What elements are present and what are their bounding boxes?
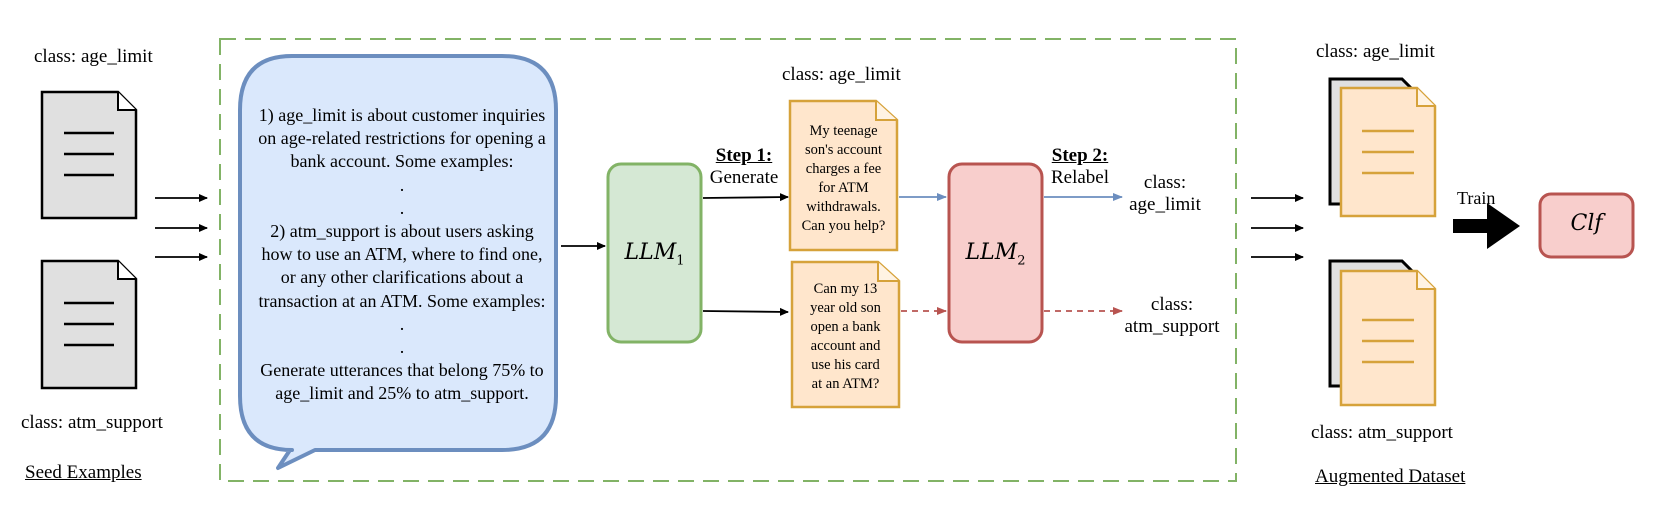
prompt-line: transaction at an ATM. Some examples: bbox=[258, 290, 546, 311]
card-line: use his card bbox=[811, 357, 880, 373]
process-boundary bbox=[219, 38, 1237, 482]
augmented-class-atm-support: class: atm_support bbox=[1311, 422, 1453, 443]
seed-examples-caption: Seed Examples bbox=[25, 462, 142, 483]
step2-title: Step 2: bbox=[1051, 145, 1109, 166]
card-line: withdrawals. bbox=[806, 199, 881, 215]
seed-doc-atm-support-icon bbox=[40, 259, 138, 390]
relabel-output-line: class: bbox=[1150, 294, 1194, 315]
llm2-box bbox=[947, 162, 1044, 344]
step1-title: Step 1: bbox=[715, 145, 773, 166]
prompt-line: . bbox=[399, 313, 405, 334]
augmented-class-age-limit: class: age_limit bbox=[1316, 41, 1435, 62]
seed-class-age-limit: class: age_limit bbox=[34, 46, 153, 67]
prompt-text: 1) age_limit is about customer inquiries… bbox=[244, 104, 560, 406]
relabel-output-line: age_limit bbox=[1129, 193, 1201, 215]
prompt-line: . bbox=[399, 337, 405, 358]
classifier-label: Clf bbox=[1570, 211, 1603, 236]
card-line: for ATM bbox=[818, 180, 869, 196]
augmented-stack-age-limit-icon bbox=[1328, 77, 1437, 218]
train-label: Train bbox=[1457, 188, 1496, 208]
step2-action: Relabel bbox=[1050, 166, 1110, 188]
seed-doc-age-limit-icon bbox=[40, 90, 138, 220]
generated-card-top bbox=[788, 99, 899, 252]
train-arrow-icon bbox=[1453, 203, 1520, 249]
card-line: charges a fee bbox=[805, 161, 882, 177]
prompt-line: . bbox=[399, 197, 405, 218]
llm1-name: LLM bbox=[624, 240, 677, 265]
card-line: Can my 13 bbox=[813, 281, 878, 297]
relabel-output-atm-support: class: atm_support bbox=[1112, 294, 1232, 338]
prompt-line: bank account. Some examples: bbox=[290, 151, 514, 172]
card-line: at an ATM? bbox=[811, 376, 880, 392]
step1-label: Step 1: Generate bbox=[702, 145, 786, 189]
classifier-box bbox=[1538, 192, 1635, 259]
llm1-subscript: 1 bbox=[676, 253, 685, 269]
llm2-name: LLM bbox=[965, 240, 1018, 265]
generate-arrow-bottom bbox=[702, 307, 789, 316]
prompt-line: . bbox=[399, 174, 405, 195]
card-line: My teenage bbox=[809, 123, 878, 139]
card-top-text: My teenage son's account charges a fee f… bbox=[790, 122, 897, 236]
llm2-subscript: 2 bbox=[1017, 253, 1026, 269]
augmented-dataset-caption: Augmented Dataset bbox=[1315, 466, 1466, 487]
card-line: account and bbox=[810, 338, 881, 354]
card-line: open a bank bbox=[810, 319, 881, 335]
prompt-line: Generate utterances that belong 75% to bbox=[260, 360, 544, 381]
prompt-line: age_limit and 25% to atm_support. bbox=[275, 383, 529, 404]
relabel-output-line: atm_support bbox=[1124, 315, 1220, 337]
llm1-label: LLM1 bbox=[608, 240, 701, 268]
seed-class-atm-support: class: atm_support bbox=[21, 412, 163, 433]
prompt-line: 1) age_limit is about customer inquiries bbox=[258, 105, 546, 125]
card-line: year old son bbox=[810, 300, 881, 316]
generated-card-bottom bbox=[790, 260, 901, 409]
card-bottom-text: Can my 13 year old son open a bank accou… bbox=[792, 280, 899, 394]
card-line: Can you help? bbox=[801, 218, 886, 234]
prompt-line: on age-related restrictions for opening … bbox=[258, 128, 546, 149]
relabel-output-age-limit: class: age_limit bbox=[1110, 172, 1220, 216]
augmented-stack-atm-support-icon bbox=[1328, 259, 1437, 407]
prompt-line: 2) atm_support is about users asking bbox=[270, 221, 534, 242]
llm2-label: LLM2 bbox=[949, 240, 1042, 268]
step2-label: Step 2: Relabel bbox=[1042, 145, 1118, 189]
llm1-box bbox=[606, 162, 703, 344]
prompt-line: or any other clarifications about a bbox=[280, 267, 524, 288]
prompt-bubble bbox=[238, 54, 558, 470]
relabel-output-line: class: bbox=[1143, 172, 1187, 193]
step1-action: Generate bbox=[709, 166, 779, 188]
prompt-line: how to use an ATM, where to find one, bbox=[261, 244, 543, 265]
card-line: son's account bbox=[804, 142, 883, 158]
generate-arrow-top bbox=[702, 193, 789, 202]
card-top-class-label: class: age_limit bbox=[782, 64, 901, 85]
